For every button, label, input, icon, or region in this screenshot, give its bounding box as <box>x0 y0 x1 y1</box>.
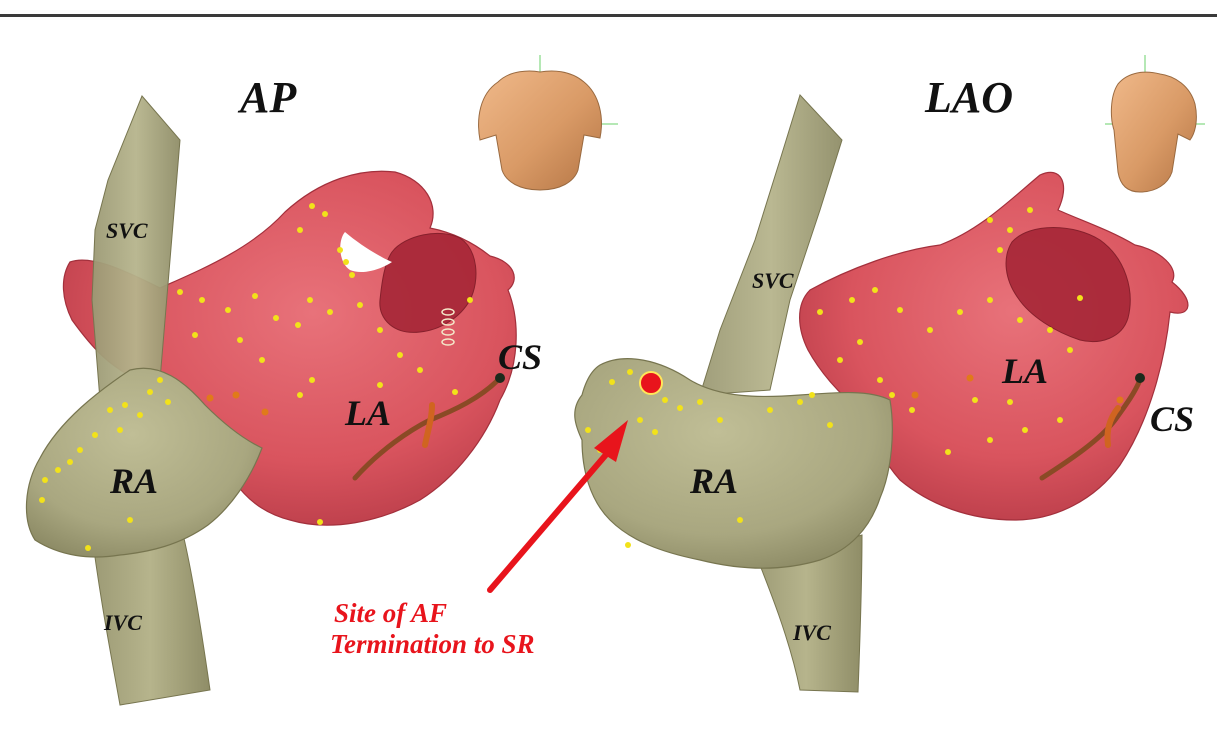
lao-view <box>490 55 1205 692</box>
af-termination-annotation: Site of AF Termination to SR <box>330 598 535 660</box>
af-termination-site-marker <box>640 372 662 394</box>
annotation-line-2: Termination to SR <box>330 629 535 660</box>
lao-svc-label: SVC <box>752 268 794 294</box>
ap-orientation-torso <box>479 55 618 190</box>
ap-view-title: AP <box>240 72 296 123</box>
lao-cs-catheter-tip <box>1135 373 1145 383</box>
lao-cs-label: CS <box>1150 398 1194 440</box>
lao-orientation-torso <box>1105 55 1205 192</box>
lao-la-label: LA <box>1002 350 1048 392</box>
annotation-line-1: Site of AF <box>330 598 535 629</box>
lao-ivc-label: IVC <box>793 620 831 646</box>
ap-cs-label: CS <box>498 336 542 378</box>
lao-ra-label: RA <box>690 460 738 502</box>
lao-view-title: LAO <box>925 72 1013 123</box>
ap-ra-label: RA <box>110 460 158 502</box>
ap-la-label: LA <box>345 392 391 434</box>
ap-ivc-label: IVC <box>104 610 142 636</box>
ap-svc-label: SVC <box>106 218 148 244</box>
